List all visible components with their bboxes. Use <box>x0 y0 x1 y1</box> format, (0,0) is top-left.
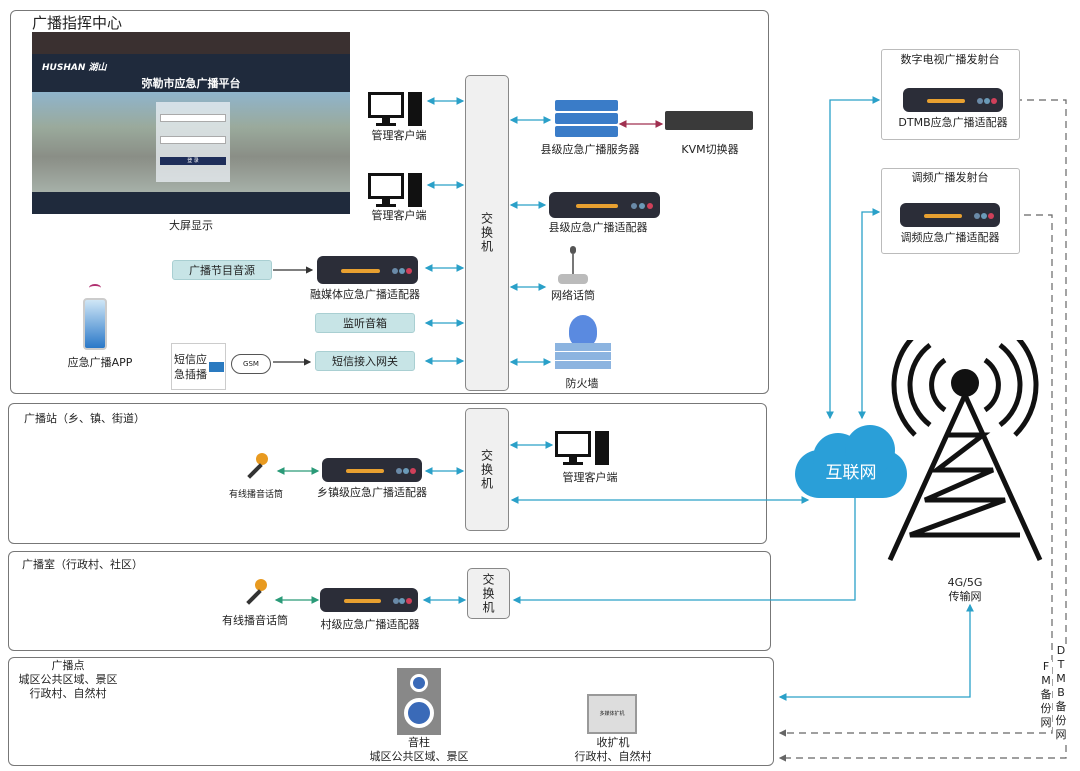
fm-backup-label: FM备份网 <box>1040 660 1052 730</box>
login-panel: 登 录 <box>156 102 230 182</box>
command-center-switch: 交换机 <box>465 75 509 391</box>
app-label: 应急广播APP <box>67 356 133 369</box>
station-mic-label: 有线播音话筒 <box>228 490 284 500</box>
room-adapter-device <box>320 588 418 612</box>
media-adapter-label: 融媒体应急广播适配器 <box>310 288 420 301</box>
firewall-icon <box>555 315 611 370</box>
big-screen-display: HUSHAN 湖山 弥勒市应急广播平台 登 录 <box>32 32 350 214</box>
wifi-icon <box>89 284 101 292</box>
dtmb-station-title: 数字电视广播发射台 <box>900 53 1000 66</box>
sms-insert-box: 短信应急插播 <box>171 343 226 390</box>
wired-mic-icon <box>244 453 270 483</box>
room-mic-label: 有线播音话筒 <box>222 614 288 627</box>
dtmb-adapter-label: DTMB应急广播适配器 <box>898 116 1008 129</box>
network-mic-icon <box>556 246 590 286</box>
speaker-label: 音柱 <box>408 736 430 749</box>
screen-brand-logo: HUSHAN 湖山 <box>42 63 107 73</box>
internet-label: 互联网 <box>825 463 877 483</box>
envelope-icon <box>209 362 224 372</box>
tower-label-1: 4G/5G <box>947 576 983 589</box>
server-icon <box>555 100 618 138</box>
county-adapter-device <box>549 192 660 218</box>
internet-cloud-icon: 互联网 <box>795 425 907 500</box>
big-screen-label: 大屏显示 <box>169 219 213 232</box>
point-subtitle-2: 行政村、自然村 <box>29 687 107 700</box>
password-field[interactable] <box>160 136 226 144</box>
speaker-area-label: 城区公共区域、景区 <box>369 750 469 763</box>
username-field[interactable] <box>160 114 226 122</box>
station-adapter-label: 乡镇级应急广播适配器 <box>317 486 427 499</box>
screen-banner-bar <box>32 32 350 54</box>
monitor-speaker-tag: 监听音箱 <box>315 313 415 333</box>
phone-icon <box>83 298 107 350</box>
receiver-label: 收扩机 <box>596 736 630 749</box>
room-title: 广播室（行政村、社区） <box>22 558 143 571</box>
mgmt-client-label-1: 管理客户端 <box>371 129 427 142</box>
room-switch: 交换机 <box>467 568 510 619</box>
media-adapter-device <box>317 256 418 284</box>
kvm-label: KVM切换器 <box>681 143 739 156</box>
login-button[interactable]: 登 录 <box>160 157 226 165</box>
command-center-title: 广播指挥中心 <box>32 14 123 32</box>
gsm-cloud-icon: GSM <box>231 354 271 374</box>
dtmb-backup-label: DTMB备份网 <box>1055 644 1067 742</box>
point-subtitle-1: 城区公共区域、景区 <box>18 673 118 686</box>
fm-adapter-label: 调频应急广播适配器 <box>900 231 1000 244</box>
network-mic-label: 网络话筒 <box>551 289 595 302</box>
firewall-label: 防火墙 <box>565 377 599 390</box>
room-adapter-label: 村级应急广播适配器 <box>320 618 420 631</box>
mgmt-client-label-2: 管理客户端 <box>371 209 427 222</box>
speaker-column-icon <box>397 668 441 735</box>
point-title: 广播点 <box>51 659 85 672</box>
tower-label-2: 传输网 <box>948 590 982 603</box>
receiver-amplifier-icon: 多媒体扩机 <box>587 694 637 734</box>
county-server-label: 县级应急广播服务器 <box>540 143 640 156</box>
program-source-tag: 广播节目音源 <box>172 260 272 280</box>
kvm-switch-device <box>665 111 753 130</box>
screen-banner-title: 弥勒市应急广播平台 <box>141 77 241 90</box>
station-title: 广播站（乡、镇、街道） <box>24 412 145 425</box>
station-client-label: 管理客户端 <box>562 471 618 484</box>
receiver-area-label: 行政村、自然村 <box>574 750 652 763</box>
fm-adapter-device <box>900 203 1000 227</box>
point-section <box>8 657 774 766</box>
cell-tower-icon <box>887 340 1043 562</box>
sms-insert-label: 短信应急插播 <box>174 353 207 381</box>
station-switch: 交换机 <box>465 408 509 531</box>
station-adapter-device <box>322 458 422 482</box>
county-adapter-label: 县级应急广播适配器 <box>548 221 648 234</box>
dtmb-adapter-device <box>903 88 1003 112</box>
wired-mic-icon <box>243 579 269 609</box>
sms-gateway-tag: 短信接入网关 <box>315 351 415 371</box>
fm-station-title: 调频广播发射台 <box>911 171 989 184</box>
